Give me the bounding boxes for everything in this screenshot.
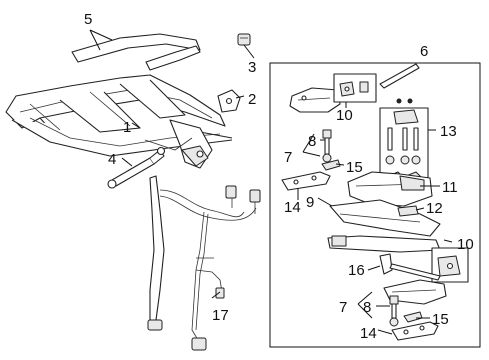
callout-5: 5 bbox=[84, 11, 92, 28]
callout-10-lower: 10 bbox=[457, 236, 474, 253]
hydraulic-cylinder bbox=[107, 146, 166, 189]
callout-6: 6 bbox=[420, 43, 428, 60]
latch-body bbox=[347, 171, 433, 207]
callout-10-upper: 10 bbox=[336, 107, 353, 124]
weatherstrip bbox=[71, 33, 201, 71]
callout-12: 12 bbox=[426, 200, 443, 217]
callout-7-lower: 7 bbox=[339, 299, 347, 316]
pin-16 bbox=[379, 253, 441, 281]
callout-3: 3 bbox=[248, 59, 256, 76]
bolt-lower bbox=[389, 295, 399, 327]
callout-8-upper: 8 bbox=[308, 133, 316, 150]
callout-14-upper: 14 bbox=[284, 199, 301, 216]
callout-8-lower: 8 bbox=[363, 299, 371, 316]
top-frame-assembly bbox=[5, 74, 233, 169]
callout-4: 4 bbox=[108, 151, 116, 168]
callout-11: 11 bbox=[442, 179, 458, 196]
callouts: 1 2 3 4 5 6 7 7 8 8 9 10 10 11 12 13 14 … bbox=[84, 11, 474, 342]
callout-13: 13 bbox=[440, 123, 457, 140]
leader-lines bbox=[89, 29, 453, 335]
callout-2: 2 bbox=[248, 91, 256, 108]
bar-14-upper bbox=[281, 171, 331, 191]
callout-16: 16 bbox=[348, 262, 365, 279]
callout-15-lower: 15 bbox=[432, 311, 449, 328]
callout-7-upper: 7 bbox=[284, 149, 292, 166]
plate-9 bbox=[329, 199, 441, 237]
callout-14-lower: 14 bbox=[360, 325, 377, 342]
wiring-harness bbox=[147, 175, 261, 351]
callout-15-upper: 15 bbox=[346, 159, 363, 176]
bracket-part bbox=[217, 89, 241, 113]
bolt-upper bbox=[322, 129, 332, 163]
callout-9: 9 bbox=[306, 194, 314, 211]
callout-17: 17 bbox=[212, 307, 229, 324]
clip-part bbox=[237, 33, 251, 46]
latch-handle bbox=[289, 87, 341, 113]
latch-assembly-box bbox=[269, 62, 481, 348]
bar-14-lower bbox=[391, 321, 439, 341]
callout-1: 1 bbox=[123, 119, 131, 136]
